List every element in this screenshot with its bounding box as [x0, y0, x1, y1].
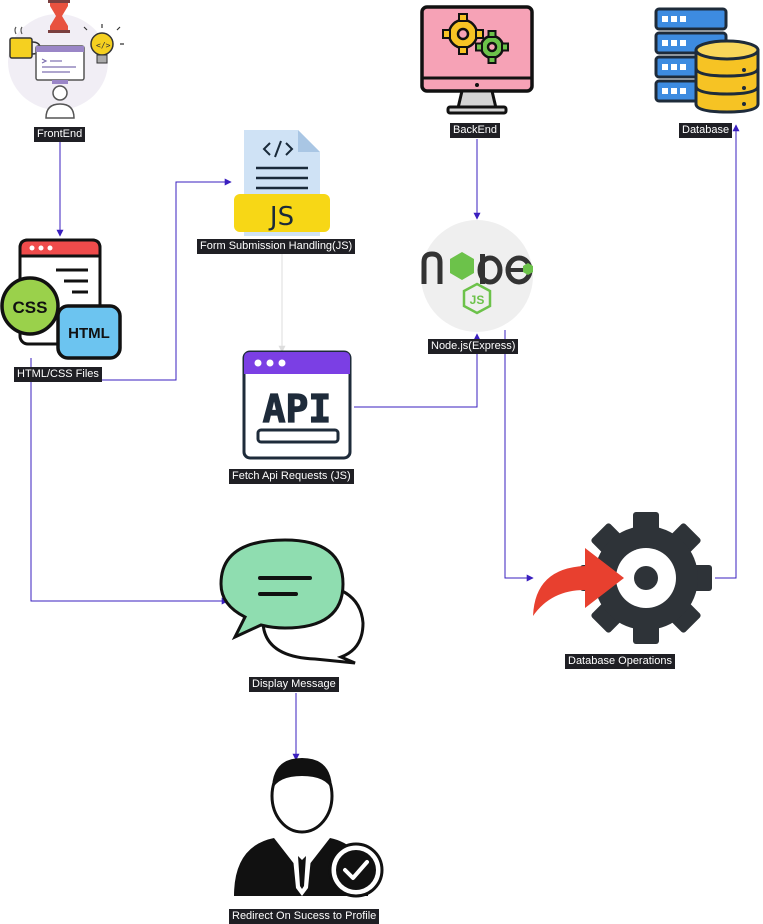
svg-text:HTML: HTML — [68, 325, 110, 342]
chat-bubbles-icon — [219, 538, 365, 665]
svg-text:JS: JS — [268, 202, 294, 232]
edge-api-to-nodejs — [354, 333, 481, 408]
edge-db-ops-to-database — [715, 124, 740, 579]
edge-html-to-display-message — [30, 358, 229, 605]
label-backend: BackEnd — [450, 123, 501, 138]
label-nodejs: Node.js(Express) — [428, 339, 519, 354]
label-fetch-api: Fetch Api Requests (JS) — [229, 469, 354, 484]
edge-html-to-form-js — [60, 178, 232, 381]
label-html-css-files: HTML/CSS Files — [14, 367, 102, 382]
api-window-icon: API — [242, 350, 352, 460]
html-css-file-icon: CSS HTML — [0, 238, 122, 360]
svg-text:JS: JS — [470, 293, 485, 307]
edge-nodejs-to-db-ops — [504, 330, 534, 582]
label-display-message: Display Message — [249, 677, 339, 692]
label-form-submission: Form Submission Handling(JS) — [197, 239, 356, 254]
nodejs-logo-icon: JS — [421, 220, 533, 332]
svg-text:</>: </> — [96, 41, 111, 50]
svg-text:CSS: CSS — [13, 298, 48, 317]
svg-text:API: API — [263, 387, 332, 431]
monitor-gears-icon — [420, 5, 534, 115]
label-database: Database — [679, 123, 733, 138]
label-redirect: Redirect On Sucess to Profile — [229, 909, 380, 924]
developer-workstation-icon: </> — [8, 0, 124, 119]
user-check-icon — [234, 758, 384, 898]
edges — [30, 124, 740, 761]
js-file-icon: JS — [234, 130, 330, 236]
label-database-operations: Database Operations — [565, 654, 675, 669]
label-frontend: FrontEnd — [34, 127, 86, 142]
gear-arrow-icon — [533, 512, 712, 644]
database-server-icon — [654, 7, 760, 114]
